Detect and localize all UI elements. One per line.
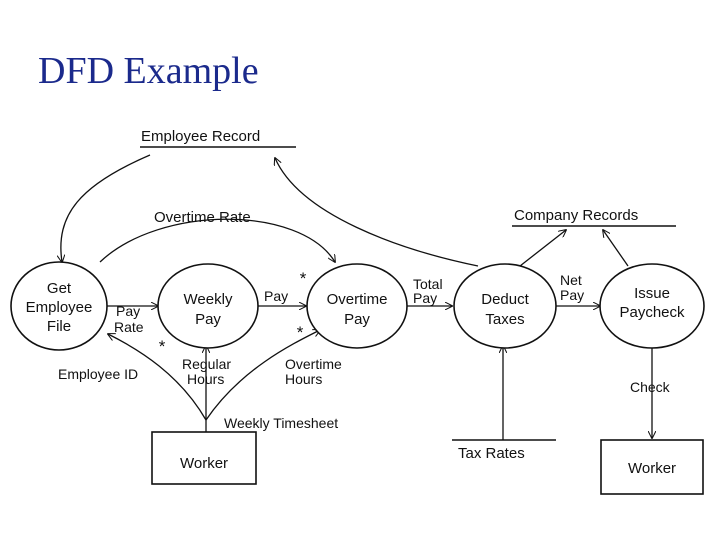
flow-label-overtime-hours-line1: Overtime <box>285 356 342 372</box>
entity-worker-right: Worker <box>600 439 704 495</box>
flow-employee-record-to-get-file <box>61 154 151 262</box>
star-marker: * <box>297 323 304 342</box>
process-overtime-pay: Overtime Pay <box>306 263 408 349</box>
flow-label-net-pay-line1: Net <box>560 272 582 288</box>
store-company-records: Company Records <box>512 207 676 227</box>
process-weekly-pay-line1: Weekly <box>184 291 233 308</box>
entity-worker-left: Worker <box>151 431 257 485</box>
process-get-employee-file-line1: Get <box>47 280 72 297</box>
star-marker: * <box>159 337 166 356</box>
slide-title: DFD Example <box>38 50 259 92</box>
flow-issue-to-company-records <box>603 230 629 267</box>
entity-worker-left-label: Worker <box>180 455 228 472</box>
flow-label-pay: Pay <box>264 288 288 304</box>
process-deduct-taxes-line2: Taxes <box>485 311 524 328</box>
flow-overtime-rate <box>99 218 335 262</box>
flow-employee-id <box>108 334 207 421</box>
process-issue-paycheck: Issue Paycheck <box>599 263 705 349</box>
flow-deduct-to-employee-record <box>275 158 479 267</box>
flow-label-pay-rate-line1: Pay <box>116 303 140 319</box>
flow-deduct-to-company-records <box>519 230 566 267</box>
store-tax-rates-label: Tax Rates <box>458 445 525 462</box>
flow-label-check: Check <box>630 379 671 395</box>
flow-label-employee-id: Employee ID <box>58 366 138 382</box>
entity-worker-right-label: Worker <box>628 460 676 477</box>
process-get-employee-file-line2: Employee <box>26 299 93 316</box>
flow-label-net-pay-line2: Pay <box>560 287 584 303</box>
store-tax-rates: Tax Rates <box>452 439 556 462</box>
flow-label-total-pay-line2: Pay <box>413 290 437 306</box>
flow-label-regular-hours-line1: Regular <box>182 356 231 372</box>
flow-label-overtime-hours-line2: Hours <box>285 371 322 387</box>
process-deduct-taxes: Deduct Taxes <box>453 263 557 349</box>
process-get-employee-file: Get Employee File <box>10 261 108 351</box>
flow-label-total-pay-line1: Total <box>413 276 443 292</box>
flow-label-regular-hours-line2: Hours <box>187 371 224 387</box>
process-issue-paycheck-line1: Issue <box>634 285 670 302</box>
process-weekly-pay-line2: Pay <box>195 311 221 328</box>
process-weekly-pay: Weekly Pay <box>157 263 259 349</box>
process-deduct-taxes-line1: Deduct <box>481 291 529 308</box>
process-get-employee-file-line3: File <box>47 318 71 335</box>
process-overtime-pay-line1: Overtime <box>327 291 388 308</box>
process-overtime-pay-line2: Pay <box>344 311 370 328</box>
process-issue-paycheck-line2: Paycheck <box>619 304 685 321</box>
flow-label-overtime-rate: Overtime Rate <box>154 209 251 226</box>
star-marker: * <box>300 269 307 288</box>
flow-label-weekly-timesheet: Weekly Timesheet <box>224 415 338 431</box>
flow-label-pay-rate-line2: Rate <box>114 319 144 335</box>
store-employee-record-label: Employee Record <box>141 128 260 145</box>
flow-overtime-hours <box>205 330 320 421</box>
store-company-records-label: Company Records <box>514 207 638 224</box>
store-employee-record: Employee Record <box>140 128 296 148</box>
